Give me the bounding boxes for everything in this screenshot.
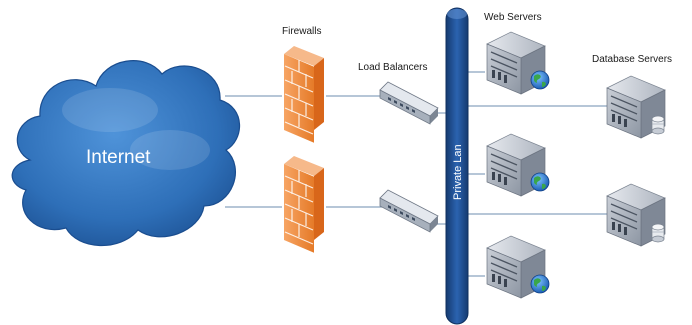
web-server-2: [486, 133, 550, 197]
cloud-highlight: [62, 88, 210, 170]
database-server-2: [606, 183, 666, 247]
globe-icon: [530, 172, 550, 192]
internet-cloud: Internet: [11, 60, 241, 247]
private-lan-bus: Private Lan: [445, 7, 469, 325]
load-balancer-icon: [379, 81, 439, 125]
database-icon: [651, 223, 665, 243]
web-server-3: [486, 235, 550, 299]
private-lan-label: Private Lan: [452, 144, 464, 200]
load-balancer-icon: [379, 189, 439, 233]
database-server-1: [606, 75, 666, 139]
globe-icon: [530, 274, 550, 294]
web-servers-label: Web Servers: [484, 12, 542, 23]
firewall-icon: [283, 45, 325, 144]
globe-icon: [530, 70, 550, 90]
database-icon: [651, 115, 665, 135]
firewall-icon: [283, 155, 325, 254]
load-balancers-label: Load Balancers: [358, 62, 428, 73]
firewalls-label: Firewalls: [282, 26, 321, 37]
internet-label: Internet: [86, 147, 151, 168]
database-servers-label: Database Servers: [592, 54, 672, 65]
cloud-icon: [11, 60, 241, 247]
web-server-1: [486, 31, 550, 95]
